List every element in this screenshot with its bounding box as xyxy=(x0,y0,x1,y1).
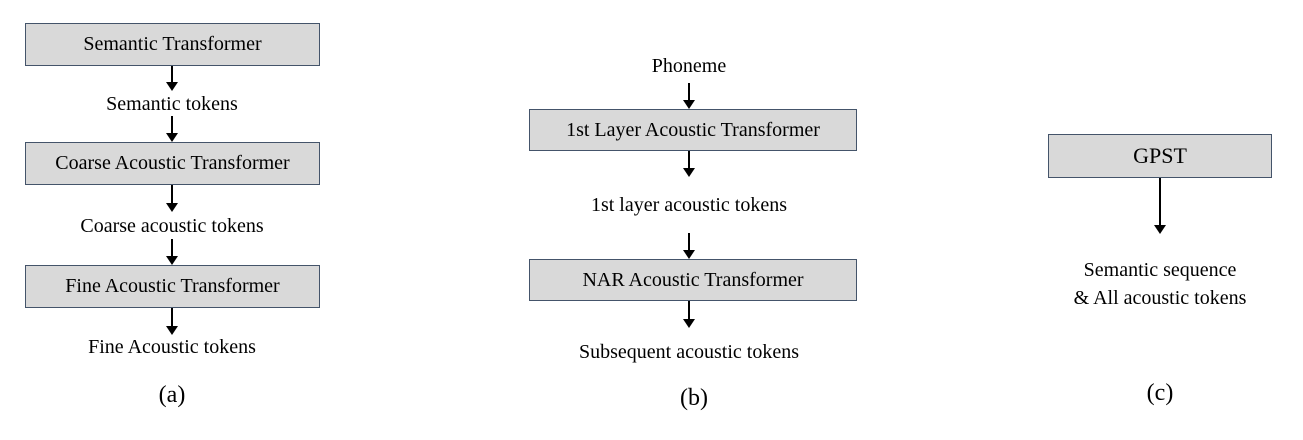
semantic-tokens-label: Semantic tokens xyxy=(106,93,238,115)
arrow-down-icon xyxy=(683,233,695,259)
arrow-down-icon xyxy=(166,66,178,91)
arrow-down-icon xyxy=(683,301,695,328)
first-layer-acoustic-transformer-box: 1st Layer Acoustic Transformer xyxy=(529,109,857,151)
semantic-transformer-box: Semantic Transformer xyxy=(25,23,320,66)
fine-acoustic-tokens-label: Fine Acoustic tokens xyxy=(88,336,256,358)
arrow-down-icon xyxy=(683,83,695,109)
arrow-down-icon xyxy=(683,151,695,177)
arrow-down-icon xyxy=(166,308,178,335)
arrow-down-icon xyxy=(1154,178,1166,234)
phoneme-label: Phoneme xyxy=(651,55,727,77)
nar-acoustic-transformer-box: NAR Acoustic Transformer xyxy=(529,259,857,301)
caption-a: (a) xyxy=(158,382,186,408)
arrow-down-icon xyxy=(166,185,178,212)
gpst-box: GPST xyxy=(1048,134,1272,178)
semantic-sequence-label: Semantic sequence xyxy=(1083,259,1237,281)
caption-c: (c) xyxy=(1146,380,1174,406)
caption-b: (b) xyxy=(680,385,708,411)
first-layer-acoustic-tokens-label: 1st layer acoustic tokens xyxy=(590,194,788,216)
arrow-down-icon xyxy=(166,239,178,265)
coarse-acoustic-tokens-label: Coarse acoustic tokens xyxy=(80,215,264,237)
coarse-acoustic-transformer-box: Coarse Acoustic Transformer xyxy=(25,142,320,185)
all-acoustic-tokens-label: & All acoustic tokens xyxy=(1073,287,1247,309)
fine-acoustic-transformer-box: Fine Acoustic Transformer xyxy=(25,265,320,308)
subsequent-acoustic-tokens-label: Subsequent acoustic tokens xyxy=(579,341,799,363)
arrow-down-icon xyxy=(166,116,178,142)
